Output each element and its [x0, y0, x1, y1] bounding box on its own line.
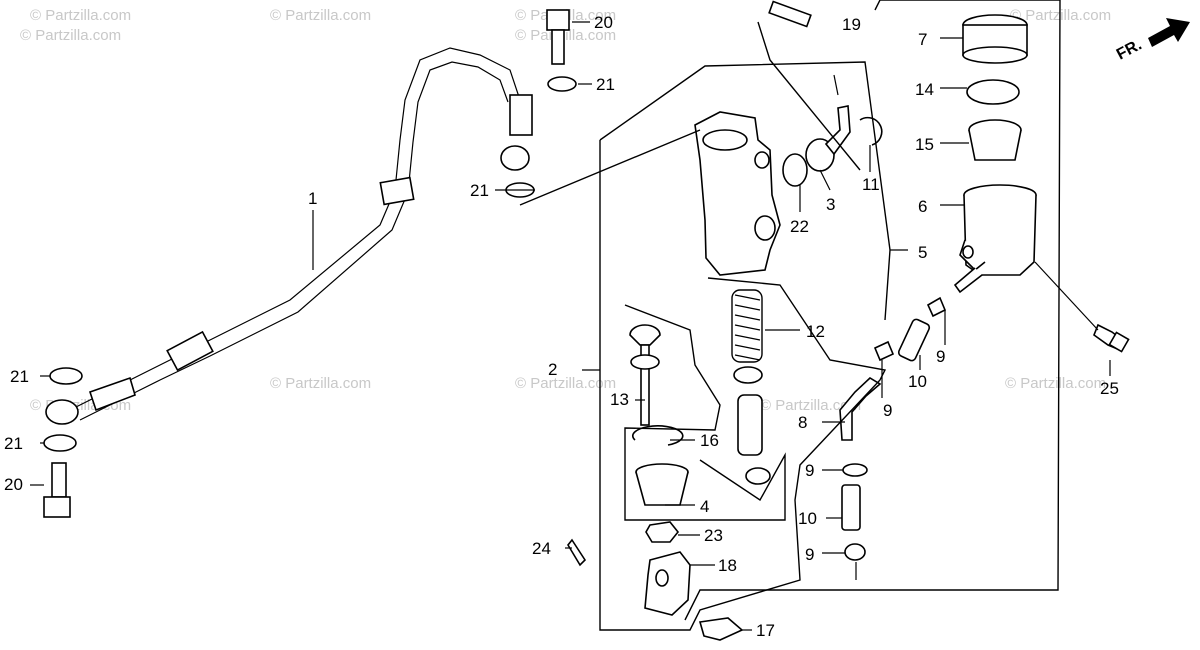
- callout-3: 3: [826, 195, 835, 214]
- callout-10-b: 10: [798, 509, 817, 528]
- part-bolt: [768, 0, 812, 28]
- hose-fitting-top: [509, 94, 533, 136]
- part-reservoir-hose: [839, 377, 882, 441]
- part-hose-clip: [873, 340, 895, 362]
- callout-17: 17: [756, 621, 775, 640]
- callout-25: 25: [1100, 379, 1119, 398]
- part-o-ring: [782, 153, 808, 187]
- callout-16: 16: [700, 431, 719, 450]
- callout-9-b: 9: [883, 401, 892, 420]
- watermark: © Partzilla.com: [1005, 375, 1106, 392]
- callout-22: 22: [790, 217, 809, 236]
- part-push-rod: [629, 324, 661, 426]
- callout-2: 2: [548, 360, 557, 379]
- hose-sleeve: [379, 176, 415, 206]
- callout-labels: 1 2 3 4 5 6 7 8 9 9 9 9 10 10 11 12 13 1…: [4, 13, 1119, 640]
- callout-19: 19: [842, 15, 861, 34]
- banjo-eye-top: [500, 145, 530, 171]
- callout-9-a: 9: [936, 347, 945, 366]
- part-sealing-washer: [547, 76, 577, 92]
- assembly-outline: [624, 304, 786, 521]
- part-hose: [897, 318, 931, 362]
- assembly-outline: [684, 0, 1061, 621]
- callout-10-a: 10: [908, 372, 927, 391]
- part-hose-clip: [926, 296, 947, 318]
- callout-14: 14: [915, 80, 934, 99]
- part-banjo-bolt-bottom: [43, 462, 71, 518]
- callout-21-d: 21: [4, 434, 23, 453]
- watermark: © Partzilla.com: [20, 27, 121, 44]
- callout-13: 13: [610, 390, 629, 409]
- part-hose: [841, 484, 861, 531]
- watermark: © Partzilla.com: [30, 7, 131, 24]
- callout-5: 5: [918, 243, 927, 262]
- callout-21-c: 21: [10, 367, 29, 386]
- callout-1: 1: [308, 189, 317, 208]
- part-hose-clip: [844, 543, 866, 561]
- part-hose-joint: [805, 105, 851, 172]
- front-direction-indicator: FR.: [1114, 18, 1190, 64]
- front-label: FR.: [1114, 36, 1145, 63]
- callout-24: 24: [532, 539, 551, 558]
- callout-12: 12: [806, 322, 825, 341]
- callout-8: 8: [798, 413, 807, 432]
- part-piston-set: [733, 366, 771, 485]
- callout-15: 15: [915, 135, 934, 154]
- watermark: © Partzilla.com: [270, 375, 371, 392]
- part-circlip: [859, 116, 883, 146]
- callout-21-b: 21: [470, 181, 489, 200]
- part-reservoir-bolt: [1093, 323, 1130, 353]
- hose-fitting: [166, 330, 214, 372]
- part-master-cylinder-body: [694, 111, 781, 276]
- watermark: © Partzilla.com: [515, 27, 616, 44]
- part-nut: [645, 521, 680, 543]
- watermark: © Partzilla.com: [515, 375, 616, 392]
- part-spring: [731, 289, 763, 363]
- part-boot: [635, 463, 689, 506]
- part-sealing-washer: [43, 434, 77, 452]
- leader-lines: [30, 21, 1111, 631]
- watermark: © Partzilla.com: [760, 397, 861, 414]
- callout-9-d: 9: [805, 545, 814, 564]
- callout-21-a: 21: [596, 75, 615, 94]
- hose-crimp: [88, 376, 136, 412]
- part-reservoir: [953, 184, 1037, 294]
- callout-20-b: 20: [4, 475, 23, 494]
- watermark: © Partzilla.com: [270, 7, 371, 24]
- callout-20-a: 20: [594, 13, 613, 32]
- callout-7: 7: [918, 30, 927, 49]
- part-reservoir-plate: [966, 79, 1020, 105]
- part-clevis: [644, 551, 691, 616]
- part-joint-pin: [698, 617, 744, 641]
- callout-4: 4: [700, 497, 709, 516]
- callout-9-c: 9: [805, 461, 814, 480]
- front-arrow-icon: [1148, 18, 1190, 47]
- part-cotter-pin: [567, 538, 587, 567]
- part-banjo-bolt-top: [546, 9, 570, 65]
- assembly-outline: [519, 129, 701, 206]
- part-reservoir-cap: [962, 14, 1028, 64]
- assembly-outline: [599, 140, 887, 631]
- part-reservoir-diaphragm: [968, 119, 1022, 161]
- callout-23: 23: [704, 526, 723, 545]
- banjo-eye-bottom: [45, 399, 79, 425]
- callout-6: 6: [918, 197, 927, 216]
- part-brake-hose: [45, 47, 533, 425]
- part-sealing-washer: [49, 367, 83, 385]
- callout-11: 11: [862, 175, 880, 194]
- part-hose-clip: [842, 463, 868, 477]
- callout-18: 18: [718, 556, 737, 575]
- assembly-outline: [599, 61, 891, 321]
